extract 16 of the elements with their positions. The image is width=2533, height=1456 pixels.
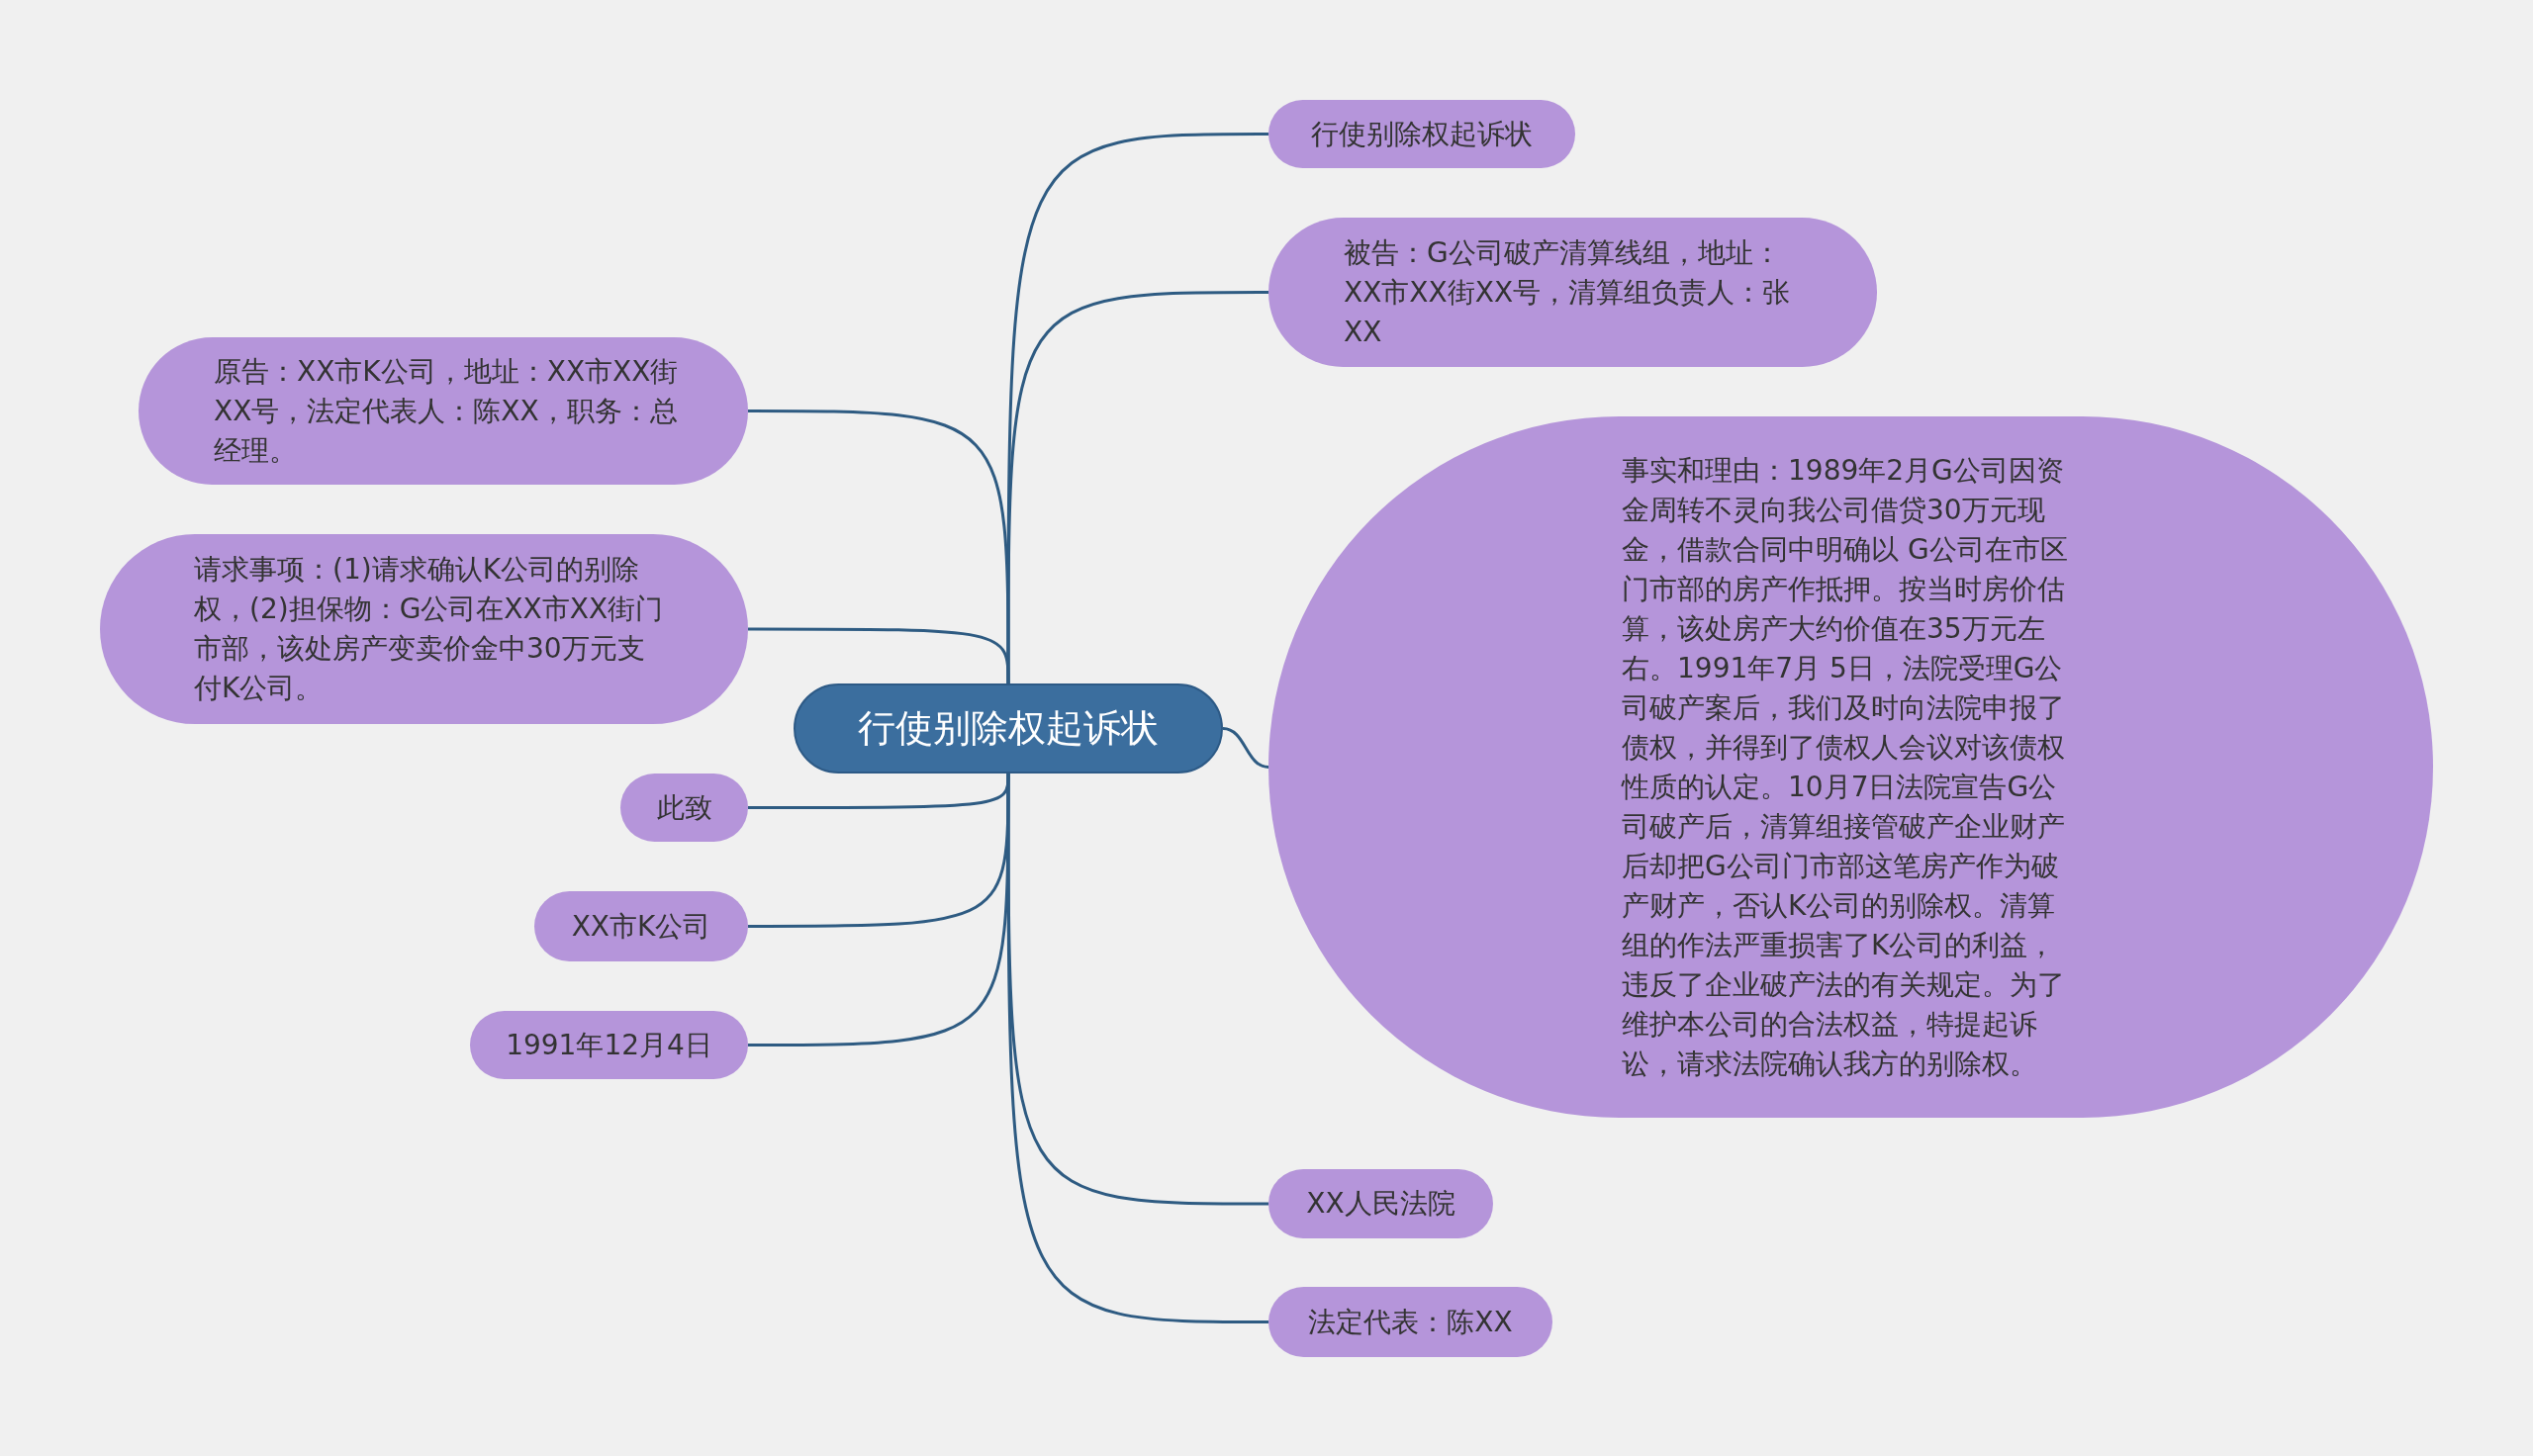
connector-line — [748, 774, 1010, 1046]
topic-text: 行使别除权起诉状 — [858, 705, 1159, 752]
topic-text: XX人民法院 — [1306, 1186, 1455, 1222]
topic-text: 行使别除权起诉状 — [1311, 116, 1533, 152]
topic-text: 事实和理由：1989年2月G公司因资金周转不灵向我公司借贷30万元现金，借款合同中明确以 G公司在市区门市部的房产作抵押。按当时房价估算，该处房产大约价值在35万元左右。1991年7月 5日，法院受理G公司破产案后，我们及时向法院申报了债权，并得到了债权人会议对该债权性质的认定。10月7日法院宣告G公司破产后，清算组接管破产企业财产后却把G公司门市部这笔房产作为破产财产，否认K公司的别除权。清算组的作法严重损害了K公司的利益，违反了企业破产法的有关规定。为了维护本公司的合法权益，特提起诉讼，请求法院确认我方的别除权。 — [1622, 452, 2069, 1082]
topic-text: XX市K公司 — [571, 908, 711, 945]
connector-line — [1222, 727, 1269, 769]
connector-line — [748, 627, 1010, 683]
topic-text: 此致 — [656, 789, 712, 826]
topic-text: 请求事项：(1)请求确认K公司的别除权，(2)担保物：G公司在XX市XX街门市部，该处房产变卖价金中30万元支付K公司。 — [194, 552, 665, 706]
topic-text: 被告：G公司破产清算线组，地址：XX市XX街XX号，清算组负责人：张XX — [1344, 234, 1792, 350]
topic-text: 法定代表：陈XX — [1308, 1304, 1513, 1340]
connector-line — [1006, 774, 1268, 1323]
topic-text: 原告：XX市K公司，地址：XX市XX街XX号，法定代表人：陈XX，职务：总经理。 — [214, 353, 680, 469]
topic-text: 1991年12月4日 — [506, 1027, 712, 1063]
connector-line — [1006, 291, 1268, 683]
